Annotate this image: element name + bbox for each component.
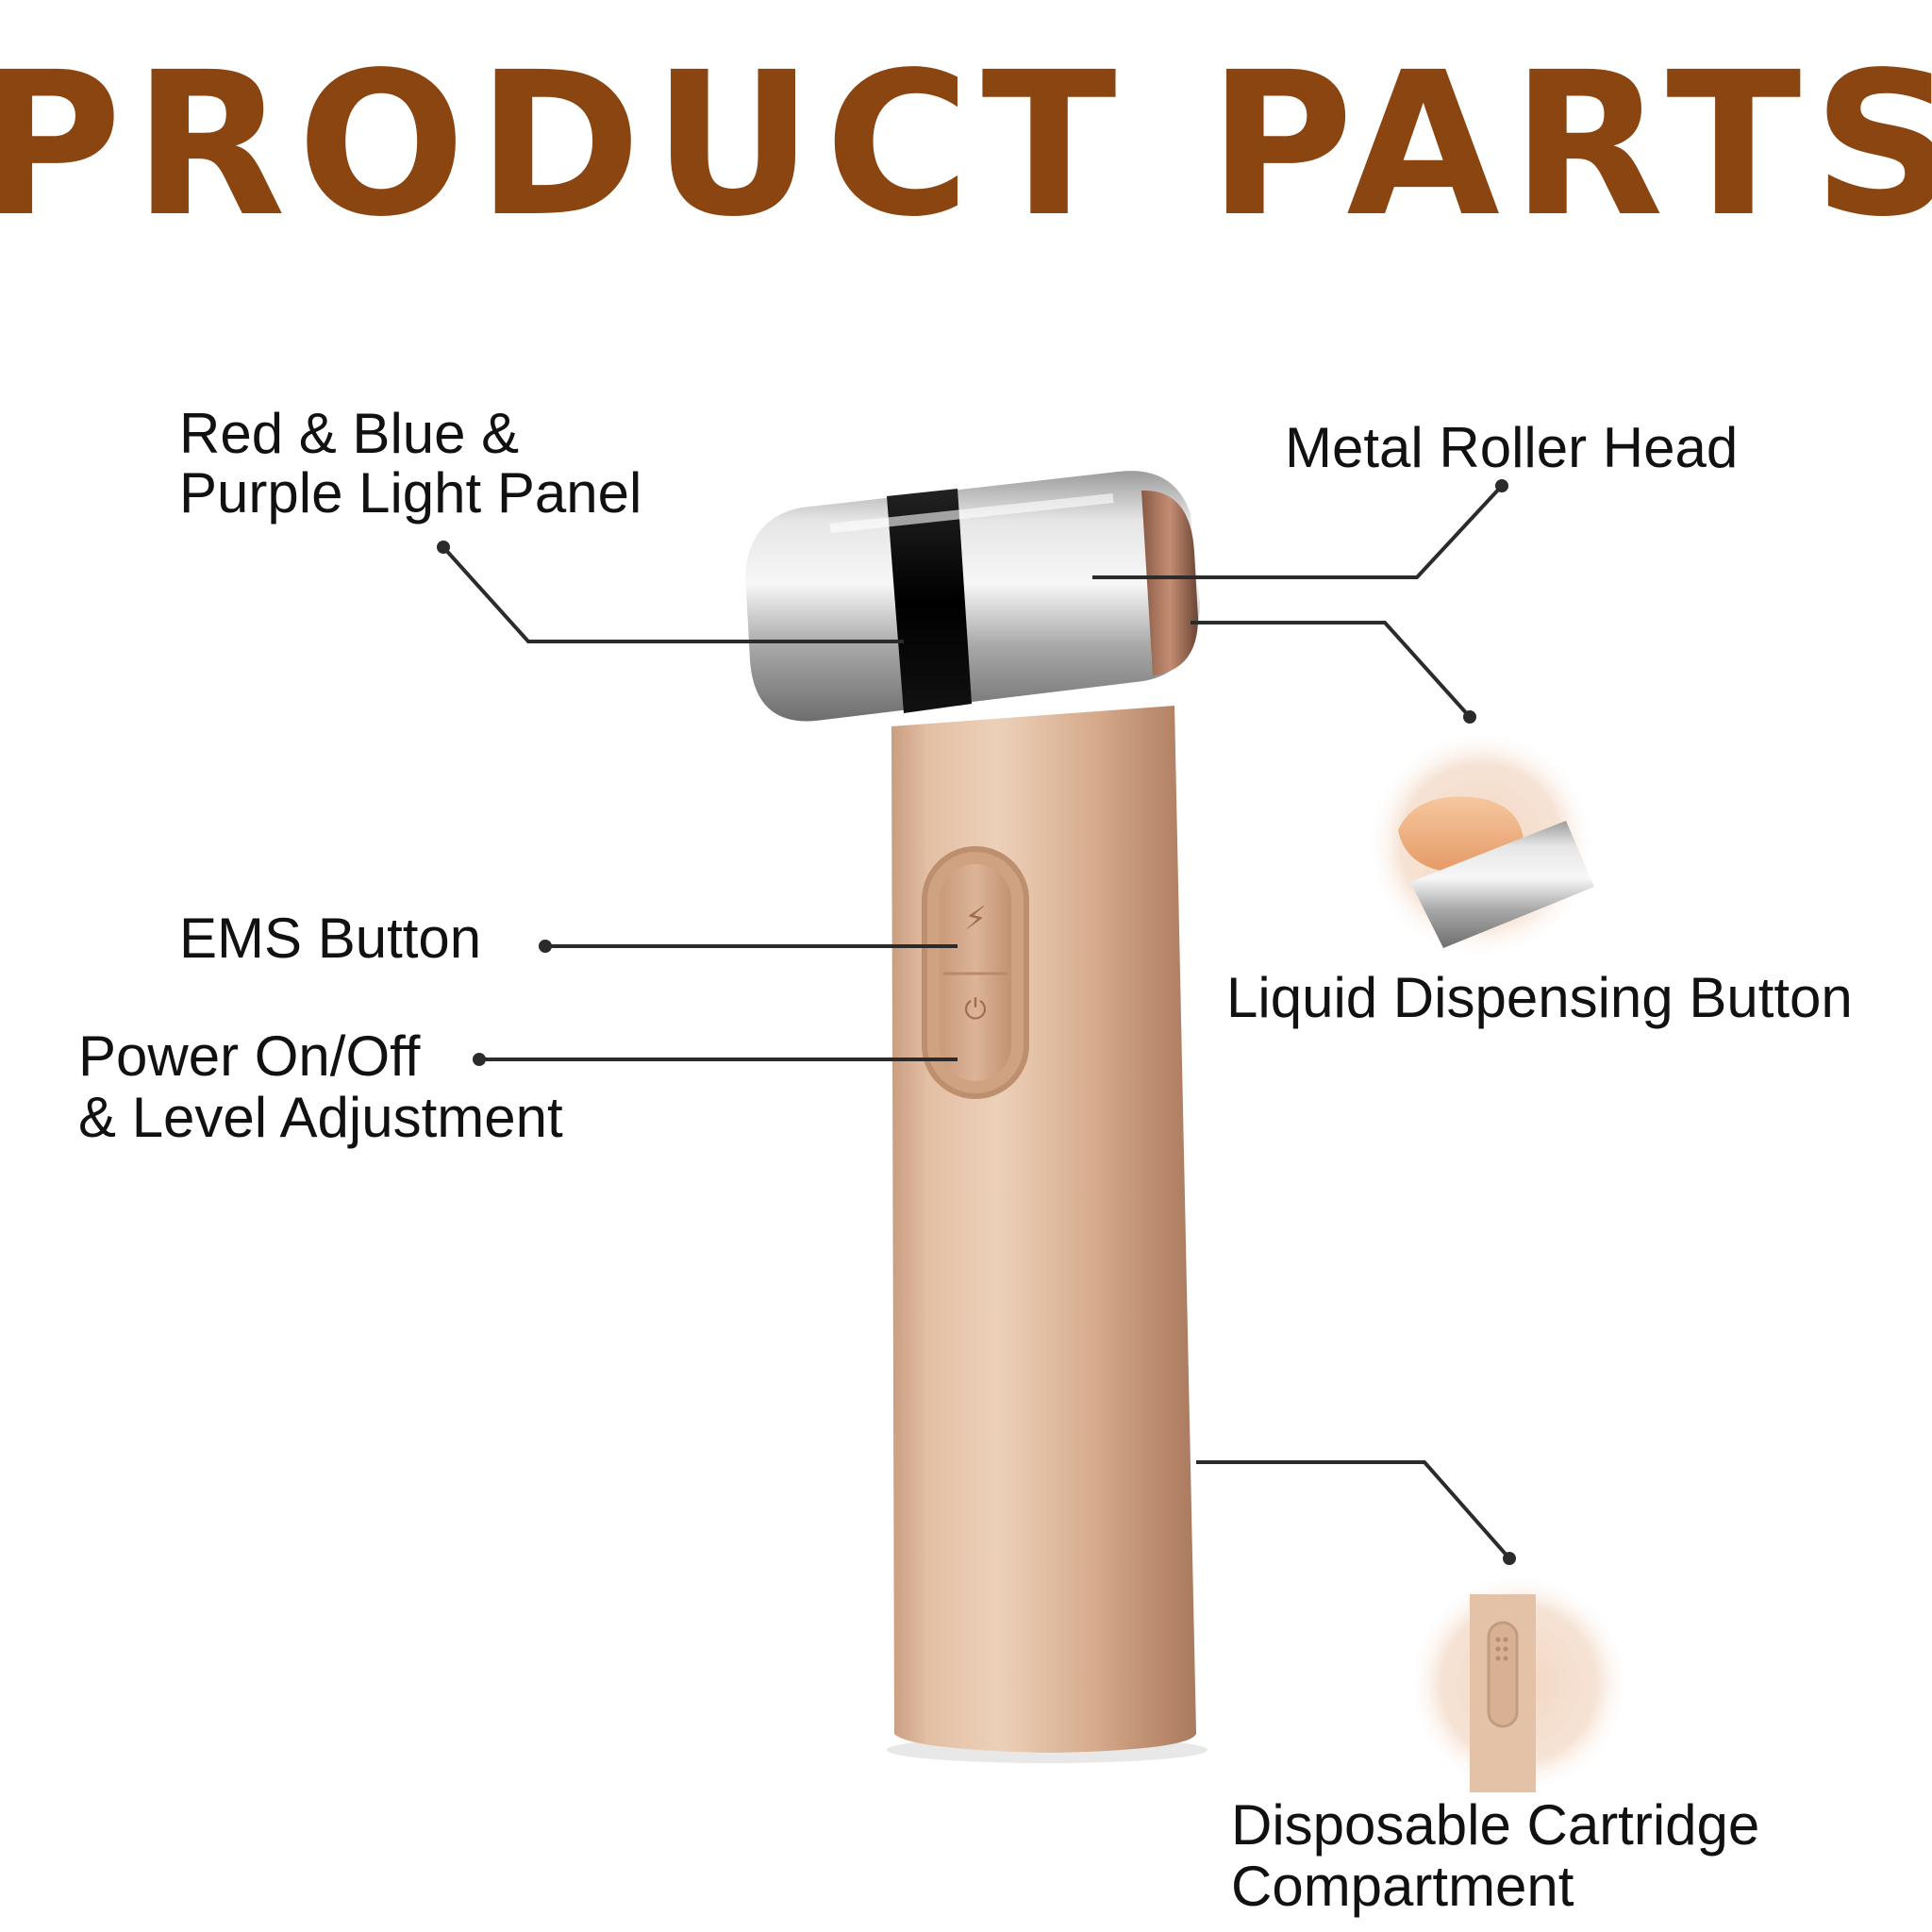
leader-light-panel bbox=[441, 545, 904, 643]
label-liquid-button: Liquid Dispensing Button bbox=[1226, 966, 1853, 1029]
power-icon: ⏻ bbox=[964, 994, 987, 1025]
label-light-panel-line2: Purple Light Panel bbox=[179, 461, 641, 525]
cartridge-inset bbox=[1407, 1573, 1630, 1795]
page-title: PRODUCT PARTS bbox=[0, 29, 1932, 260]
label-cartridge: Disposable Cartridge Compartment bbox=[1231, 1793, 1759, 1918]
ems-bolt-icon: ⚡ bbox=[964, 901, 987, 937]
leader-liquid-button bbox=[1191, 621, 1472, 719]
leader-roller-head bbox=[1092, 484, 1504, 579]
leader-lines bbox=[441, 484, 1511, 1560]
label-roller-head: Metal Roller Head bbox=[1285, 416, 1738, 479]
label-cartridge-line2: Compartment bbox=[1231, 1855, 1574, 1918]
label-power: Power On/Off & Level Adjustment bbox=[78, 1024, 563, 1149]
button-panel: ⚡ ⏻ bbox=[922, 846, 1029, 1099]
label-ems-button: EMS Button bbox=[179, 907, 481, 970]
leader-dots bbox=[437, 479, 1516, 1565]
label-light-panel-line1: Red & Blue & bbox=[179, 402, 519, 465]
label-light-panel: Red & Blue & Purple Light Panel bbox=[179, 402, 641, 525]
label-cartridge-line1: Disposable Cartridge bbox=[1231, 1793, 1759, 1857]
label-power-line1: Power On/Off bbox=[78, 1024, 421, 1088]
leader-cartridge bbox=[1196, 1460, 1511, 1560]
label-power-line2: & Level Adjustment bbox=[78, 1086, 563, 1149]
metal-roller-head bbox=[745, 471, 1200, 722]
liquid-button-inset bbox=[1366, 729, 1596, 959]
